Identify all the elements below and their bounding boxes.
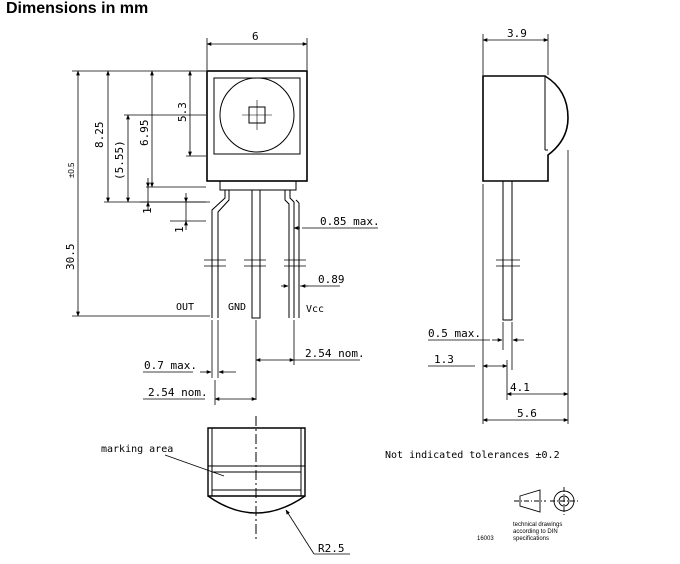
dim-r2-5: R2.5 (318, 542, 345, 555)
pin-label-vcc: Vcc (306, 304, 324, 315)
dim-0-85-max: 0.85 max. (320, 215, 380, 228)
bottom-view (164, 416, 350, 555)
tolerance-note: Not indicated tolerances ±0.2 (385, 450, 560, 461)
projection-symbol (514, 487, 578, 515)
dim-2-54-nom-right: 2.54 nom. (305, 347, 365, 360)
side-pin (502, 180, 513, 321)
page-title: Dimensions in mm (6, 0, 149, 17)
side-dimensions (428, 34, 569, 424)
side-view (482, 75, 569, 321)
dim-3-9: 3.9 (507, 27, 527, 40)
lens-circle (219, 77, 295, 153)
dim-4-1: 4.1 (510, 381, 530, 394)
pins (211, 189, 300, 319)
drawing-note-line-2: according to DIN (513, 529, 558, 535)
dim-8-25: 8.25 (93, 122, 106, 149)
dim-1-b: 1 (173, 226, 186, 233)
dim-6-95: 6.95 (138, 120, 151, 147)
marking-area-label: marking area (101, 444, 173, 455)
dim-0-5-max: 0.5 max. (428, 327, 481, 340)
dim-30-5-tolerance: ±0.5 (67, 162, 76, 178)
dimension-labels: 6 3.9 30.5 ±0.5 8.25 (5.55) 6.95 5.3 1 1… (64, 27, 537, 555)
dim-0-89: 0.89 (318, 273, 345, 286)
drawing-note-line-3: specifications (513, 536, 549, 542)
package-body (206, 70, 308, 182)
dim-0-7-max: 0.7 max. (144, 359, 197, 372)
dim-5-55: (5.55) (113, 140, 126, 180)
pin-label-out: OUT (176, 302, 194, 313)
dim-5-3: 5.3 (176, 102, 189, 122)
dim-30-5: 30.5 (64, 244, 77, 271)
pin-label-gnd: GND (228, 302, 246, 313)
drawing-number: 16003 (477, 536, 494, 542)
dim-1-a: 1 (141, 207, 154, 214)
drawing-note-line-1: technical drawings (513, 522, 562, 528)
front-view (204, 70, 308, 319)
dim-6: 6 (252, 30, 259, 43)
pin-labels: OUT GND Vcc (176, 302, 324, 315)
dim-5-6: 5.6 (517, 407, 537, 420)
dim-2-54-nom-left: 2.54 nom. (148, 386, 208, 399)
dim-1-3: 1.3 (434, 353, 454, 366)
side-body (482, 75, 569, 182)
front-dimensions (72, 38, 378, 405)
